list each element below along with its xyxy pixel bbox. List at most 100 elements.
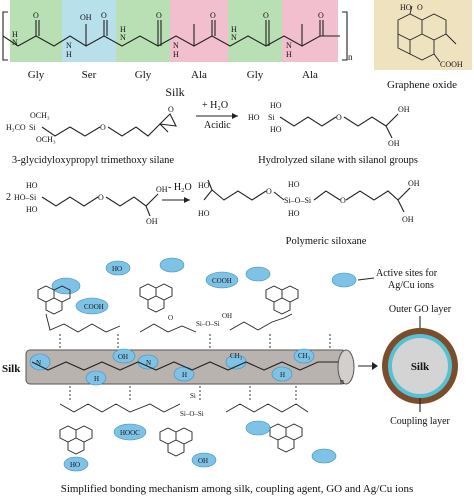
silk-core [392,338,448,394]
ether-oxygen: O [340,196,346,205]
mechanism-caption: Simplified bonding mechanism among silk,… [61,483,414,495]
atom-o: O [210,11,216,20]
silk-fiber-label: Silk [2,363,21,375]
diol-oh: HO [198,209,210,218]
epoxide-oxygen: O [168,105,174,114]
amide-n: N [66,41,72,50]
graphene-oxide-structure: HO O COOH Graphene oxide [374,0,472,91]
go-hydroxyl-label: HO [112,265,122,273]
reactant-label: 3-glycidyloxypropyl trimethoxy silane [12,155,174,166]
hydrogen-bonds-bottom [69,386,297,402]
graphene-oxide-title: Graphene oxide [387,79,457,91]
amide-n: N [12,38,18,47]
residue-label-4: Ala [191,69,207,81]
amide-n: N [146,359,151,367]
right-bracket [342,11,348,61]
silanol-chain [41,193,159,217]
repeat-index: n [340,377,344,386]
silk-title: Silk [165,85,184,99]
active-site [29,353,51,371]
coupling-chain-top [45,313,293,333]
residue-label-5: Gly [247,69,264,81]
silanol-oh: OH [222,312,232,320]
amide-h: H [173,50,179,59]
silk-repeat-unit: n O O O O O O OH H N N H H N N H H N N H [2,0,353,99]
atom-o: O [263,11,269,20]
carbonyl-4 [211,20,216,36]
go-hydroxyl-label: HO [70,461,80,469]
active-site [75,297,109,315]
methoxy-group: H₃CO [6,123,26,132]
active-site [105,260,131,276]
reaction-2-condensation: 2 HO HO–Si HO O OH OH - H₂O HO HO O Si–O… [6,179,420,247]
carbonyl-2 [103,20,108,36]
reagent-water-loss: - H₂O [168,182,192,193]
amide-h: H [66,50,72,59]
atom-o: O [33,11,39,20]
go-sheet-bottom-middle [159,427,193,457]
active-site [205,271,239,289]
atom-o: O [156,11,162,20]
polymeric-siloxane-label: Polymeric siloxane [286,236,367,247]
go-epoxide-o: O [417,3,423,12]
amide-h: H [182,371,187,379]
go-sheet-top-left [37,285,71,315]
silicon-atom: Si [29,123,36,132]
methyl-group: CH₃ [298,352,311,360]
ether-oxygen: O [100,123,106,132]
hydrolyzed-silane-chain [279,113,399,139]
go-carboxyl-label: COOH [212,277,232,285]
methyl-group: CH₃ [230,352,243,360]
carbonyl-5 [265,20,270,46]
go-sheet-top-middle [139,283,173,313]
legend-label-line-2: Ag/Cu ions [388,280,434,291]
graphene-rings [397,13,447,61]
serine-oh: OH [118,353,128,361]
diol-oh: OH [408,179,420,188]
active-site [85,370,107,386]
active-site [245,420,271,436]
amide-h: H [12,30,18,39]
legend-leader-line [357,277,375,281]
amide-h: H [120,25,126,34]
amide-n: N [286,41,292,50]
silane-chain [41,123,169,137]
methoxy-group: OCH₃ [36,135,56,144]
amide-n: N [173,41,179,50]
go-carboxyl-label: HOOC [120,429,140,437]
active-site [51,277,81,295]
ether-oxygen: O [168,314,173,322]
silanol-oh: HO [288,180,300,189]
silanol-oh: HO [26,205,38,214]
silanol-oh: HO [288,209,300,218]
amide-n: N [36,359,41,367]
residue-box-ala-1 [170,0,228,62]
silanol-oh: HO [26,181,38,190]
carbonyl-6 [319,20,324,36]
diol-oh: OH [156,185,168,194]
reagent-water: + H₂O [202,100,228,111]
arrowhead [184,197,190,203]
epoxide-ring [158,113,177,127]
active-site [293,348,315,364]
repeat-index: n [348,52,353,62]
active-site [311,448,337,464]
residue-box-ala-2 [282,0,338,62]
silanol-oh: HO [248,113,260,122]
amide-n: N [231,33,237,42]
silicon-atom: Si [268,113,275,122]
methoxy-group: OCH₃ [30,111,50,120]
graphene-substituent-bonds [409,5,457,63]
ether-oxygen: O [336,113,342,122]
atom-o: O [101,11,107,20]
go-sheet-bottom-right [269,423,303,453]
go-hydroxyl-label: OH [198,457,208,465]
siloxane-bridge: Si–O–Si [180,410,204,418]
ser-hydroxyl: OH [80,13,92,22]
amide-h: H [280,371,285,379]
silk-backbone [2,35,340,47]
silicon-atom: Si [190,392,196,400]
residue-label-3: Gly [135,69,152,81]
diol-oh: OH [146,217,158,226]
